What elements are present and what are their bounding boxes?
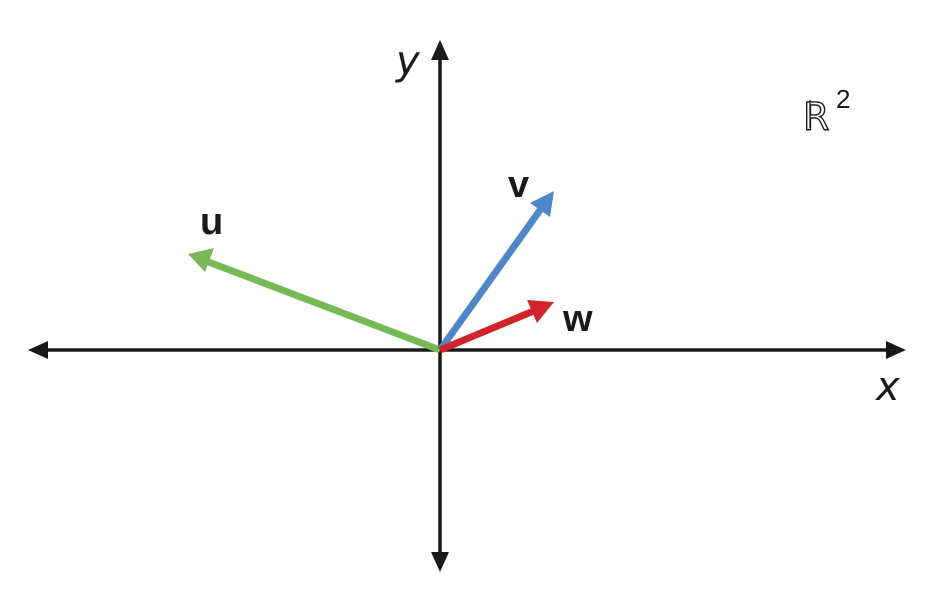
x-axis: [28, 341, 906, 359]
vector-w-arrowhead: [527, 300, 554, 323]
x-axis-right-arrowhead: [886, 341, 906, 359]
vector-w-label: w: [562, 298, 593, 340]
vector-u-arrowhead: [188, 248, 214, 272]
space-symbol: R: [803, 95, 829, 139]
x-axis-left-arrowhead: [28, 341, 48, 359]
vector-v: [437, 191, 554, 353]
space-label: R 2: [802, 84, 850, 140]
y-axis: [431, 40, 449, 572]
vector-u: [188, 248, 442, 354]
y-axis-bottom-arrowhead: [431, 552, 449, 572]
vector-u-shaft: [204, 257, 442, 354]
vector-v-label: v: [508, 164, 529, 206]
vector-w-shaft: [438, 306, 538, 354]
vector-v-arrowhead: [530, 191, 554, 217]
y-axis-label: y: [395, 38, 421, 84]
space-exponent: 2: [836, 84, 850, 114]
vector-u-label: u: [200, 201, 223, 243]
y-axis-top-arrowhead: [431, 40, 449, 60]
x-axis-label: x: [874, 364, 900, 410]
vector-w: [438, 300, 554, 354]
vector-v-shaft: [437, 203, 546, 353]
